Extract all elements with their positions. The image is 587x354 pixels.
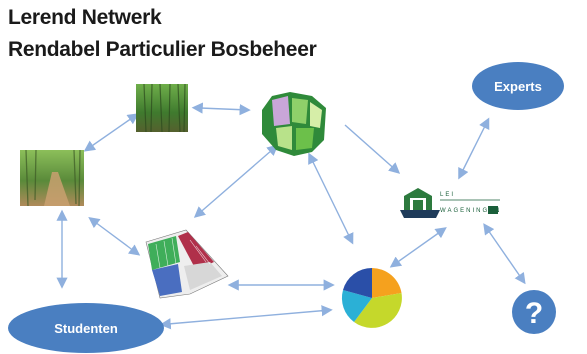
- title-line-1: Lerend Netwerk: [8, 6, 162, 29]
- arrow-map-plot: [193, 144, 279, 218]
- question-node: ?: [512, 290, 556, 334]
- arrow-forest1-map: [191, 102, 251, 116]
- arrow-logo-pie: [389, 227, 447, 268]
- arrow-studenten-pie: [159, 305, 333, 330]
- studenten-node: Studenten: [8, 303, 164, 353]
- arrow-map-logo: [344, 124, 401, 174]
- arrow-forest1-forest2: [83, 113, 139, 152]
- question-mark-icon: ?: [525, 297, 543, 330]
- arrow-map-pie: [308, 152, 354, 245]
- title-line-2: Rendabel Particulier Bosbeheer: [8, 38, 317, 61]
- studenten-label: Studenten: [54, 321, 118, 336]
- logo-lei-text: LEI: [440, 192, 455, 198]
- lei-wageningen-logo: LEI WAGENINGEN: [400, 188, 501, 218]
- arrow-forest2-plot: [88, 216, 141, 256]
- forest-photo-path: [20, 149, 84, 207]
- connection-arrows: [56, 102, 526, 330]
- forest-photo-top: [136, 83, 188, 133]
- logo-wageningen-text: WAGENINGEN: [440, 208, 501, 214]
- arrow-logo-experts: [458, 117, 490, 180]
- plot-map-image: [145, 229, 229, 299]
- forest-map-image: [262, 92, 326, 156]
- pie-chart-image: [341, 267, 402, 328]
- arrow-logo-question: [483, 223, 526, 285]
- experts-node: Experts: [472, 62, 564, 110]
- experts-label: Experts: [494, 79, 542, 94]
